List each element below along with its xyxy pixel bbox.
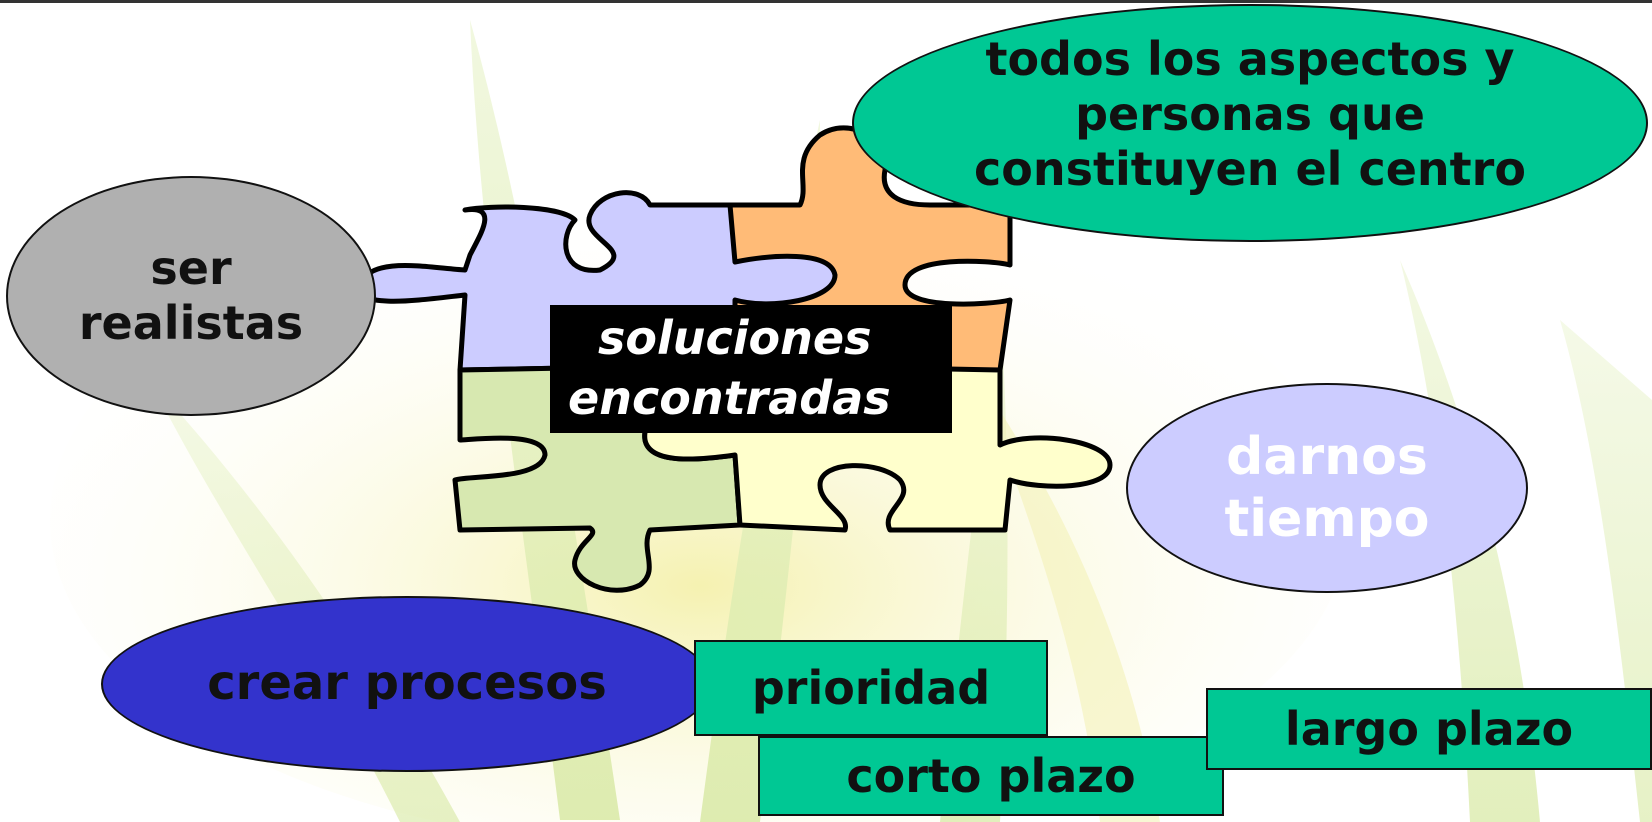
soluciones-line-1: soluciones — [598, 311, 872, 365]
top-rule — [0, 0, 1652, 3]
node-crear-procesos-label: crear procesos — [207, 655, 607, 712]
node-crear-procesos: crear procesos — [101, 596, 713, 772]
node-ser-realistas: ser realistas — [6, 176, 376, 416]
node-ser-realistas-label: ser realistas — [78, 240, 304, 350]
box-largo-plazo-label: largo plazo — [1284, 702, 1574, 756]
node-soluciones-encontradas: soluciones encontradas — [550, 305, 952, 433]
box-prioridad: prioridad — [694, 640, 1048, 736]
box-corto-plazo: corto plazo — [758, 736, 1224, 816]
box-largo-plazo: largo plazo — [1206, 688, 1652, 770]
soluciones-line-2: encontradas — [568, 370, 891, 425]
node-darnos-tiempo: darnos tiempo — [1126, 383, 1528, 593]
box-prioridad-label: prioridad — [751, 661, 991, 715]
box-corto-plazo-label: corto plazo — [846, 749, 1136, 803]
node-darnos-tiempo-label: darnos tiempo — [1224, 426, 1430, 549]
node-todos-los-aspectos-label: todos los aspectos y personas que consti… — [974, 32, 1526, 197]
node-todos-los-aspectos: todos los aspectos y personas que consti… — [852, 4, 1648, 242]
